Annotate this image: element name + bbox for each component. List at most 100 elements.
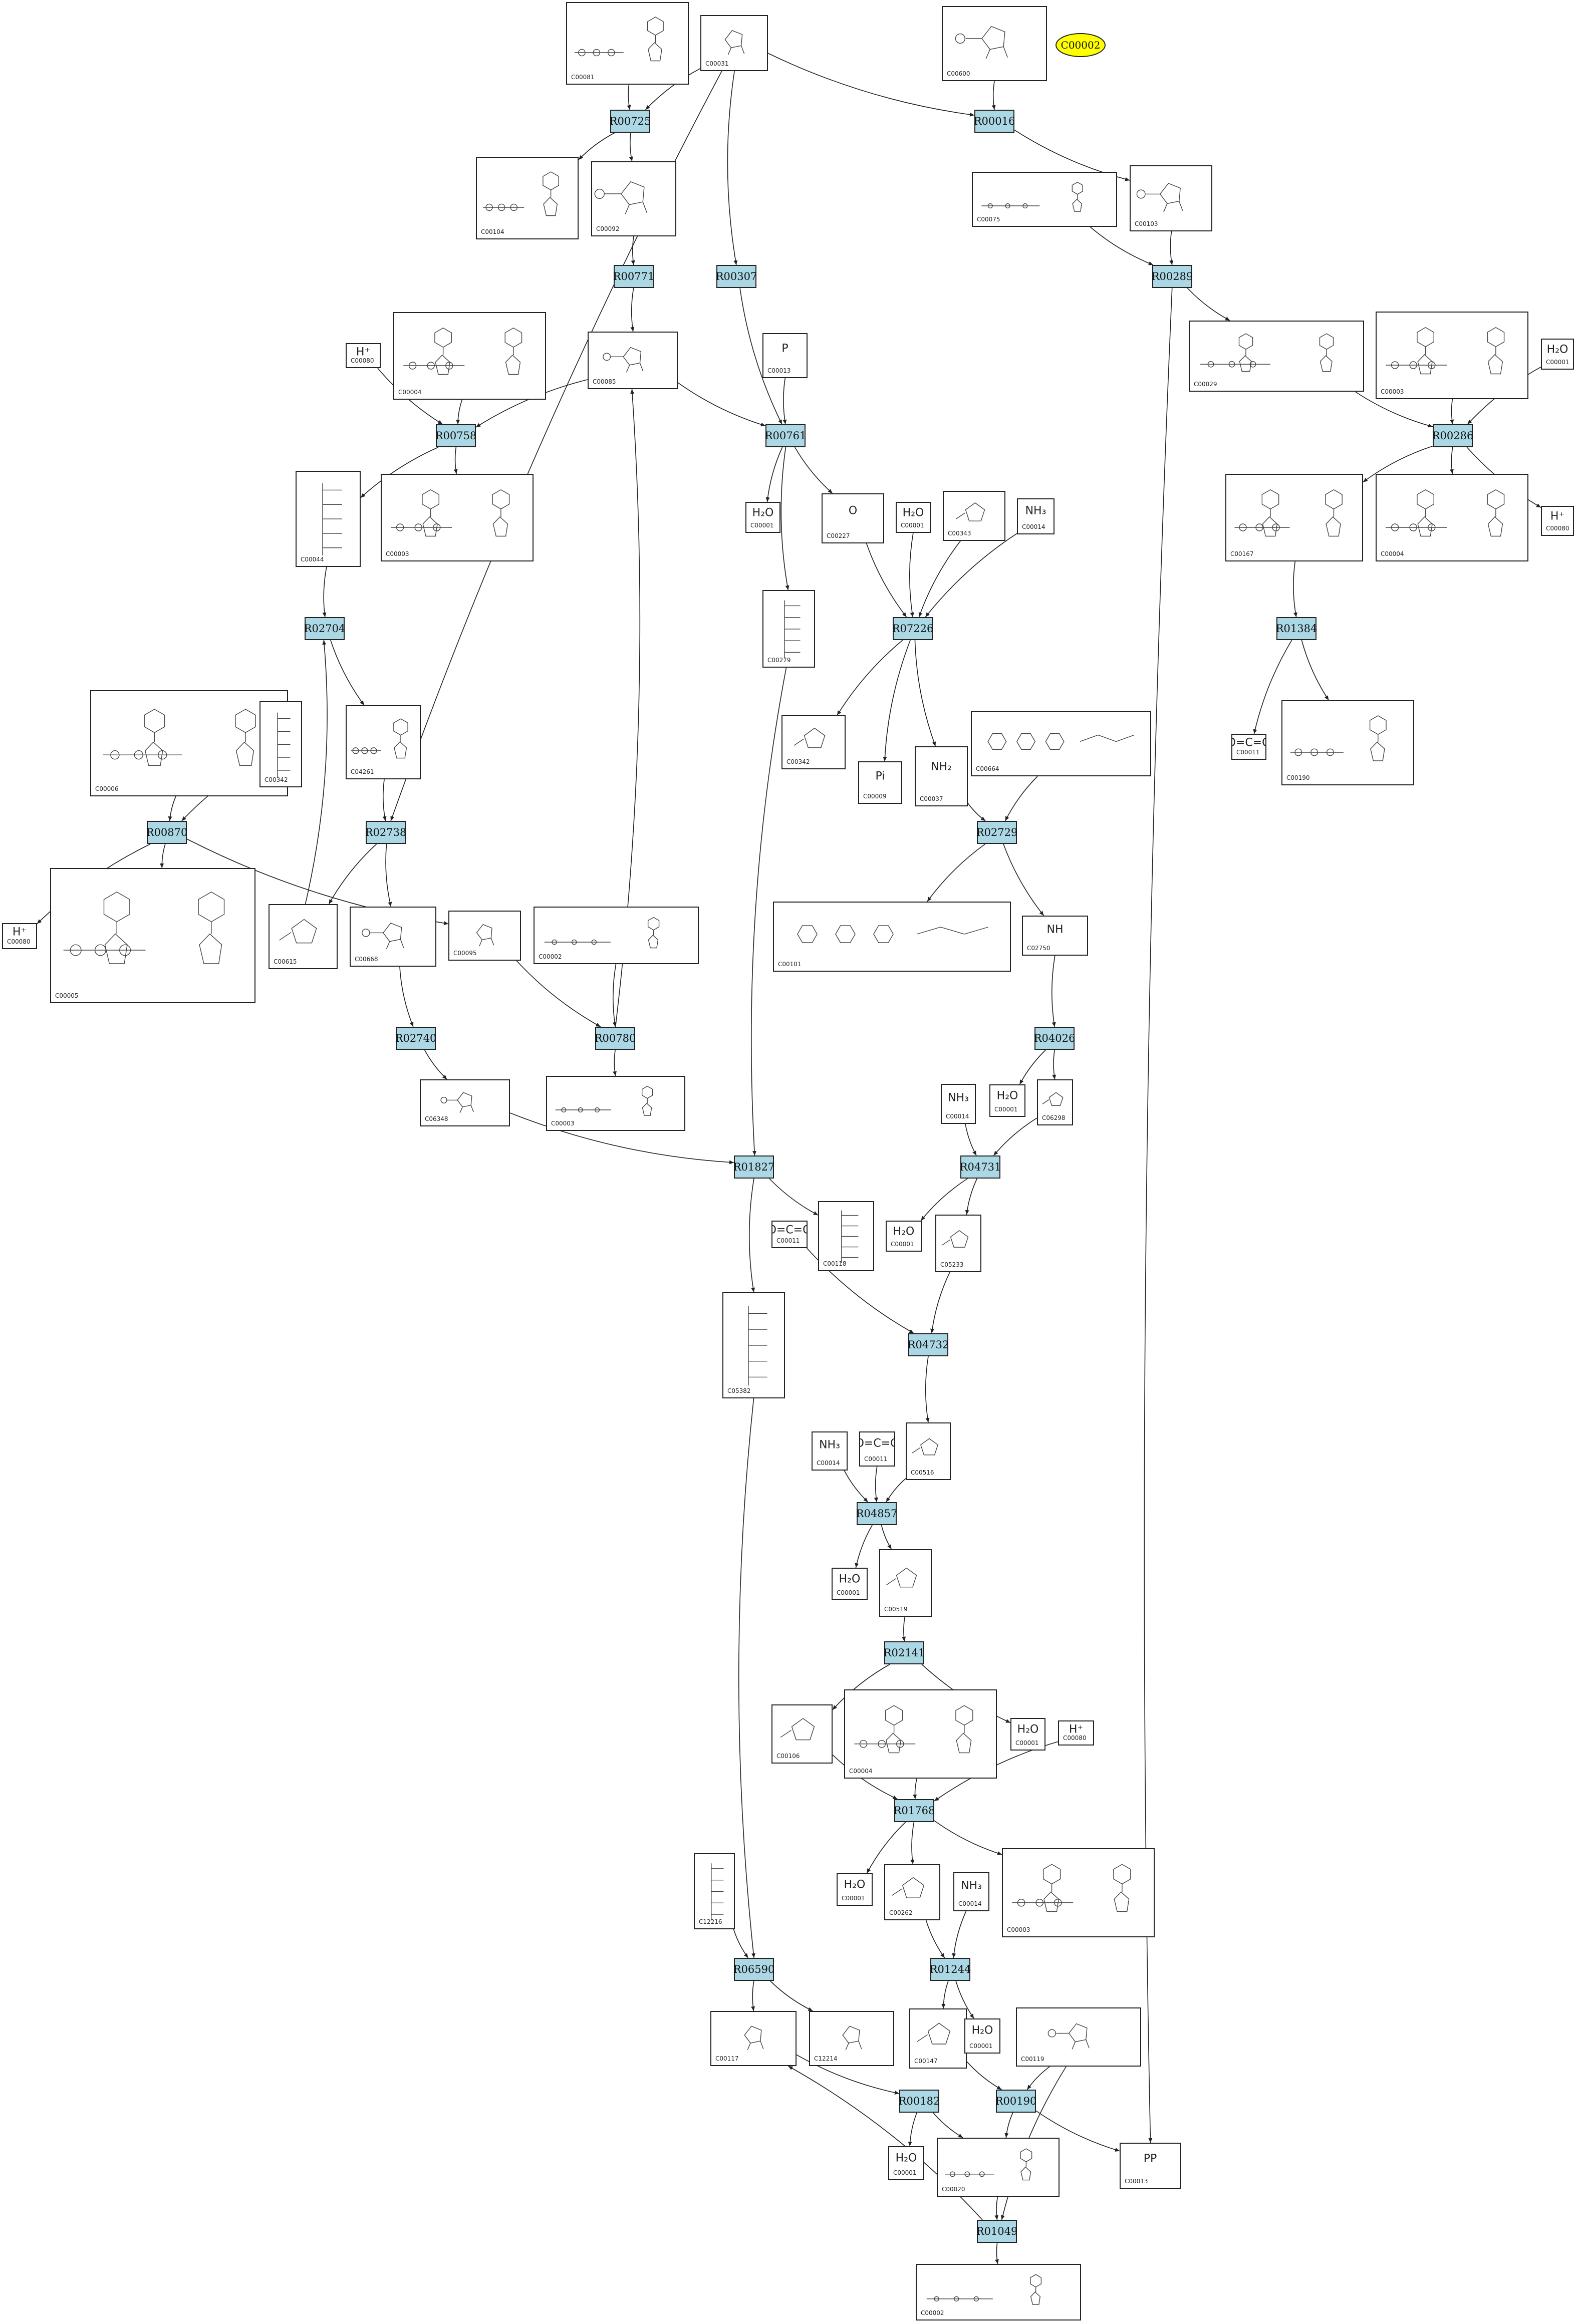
reaction-r00016[interactable]: R00016 (974, 110, 1015, 133)
reaction-r00725[interactable]: R00725 (610, 110, 651, 133)
compound-c00262[interactable]: C00262 (884, 1864, 940, 1920)
compound-c04261[interactable]: C04261 (346, 705, 421, 779)
compound-c00002[interactable]: C00002 (916, 2264, 1081, 2320)
compound-c00011[interactable]: O=C=OC00011 (1231, 734, 1266, 760)
compound-c00031[interactable]: C00031 (700, 15, 768, 71)
reaction-r00182[interactable]: R00182 (899, 2090, 940, 2113)
compound-c00006[interactable]: C00006 (90, 690, 288, 796)
reaction-r04857[interactable]: R04857 (856, 1502, 897, 1525)
reaction-r02729[interactable]: R02729 (976, 821, 1017, 844)
compound-c00085[interactable]: C00085 (588, 332, 678, 389)
compound-c00343[interactable]: C00343 (943, 491, 1005, 541)
reaction-r04732[interactable]: R04732 (908, 1333, 949, 1356)
reaction-r06590[interactable]: R06590 (733, 1958, 774, 1981)
compound-c00664[interactable]: C00664 (971, 711, 1151, 776)
compound-c00004[interactable]: C00004 (393, 312, 546, 400)
compound-c00095[interactable]: C00095 (448, 911, 521, 961)
compound-c00003[interactable]: C00003 (1376, 312, 1528, 399)
compound-c06348[interactable]: C06348 (420, 1079, 510, 1126)
reaction-r01049[interactable]: R01049 (976, 2220, 1017, 2243)
compound-c00668[interactable]: C00668 (350, 907, 436, 967)
reaction-r02704[interactable]: R02704 (304, 617, 345, 640)
reaction-r00780[interactable]: R00780 (595, 1027, 636, 1050)
compound-c00003[interactable]: C00003 (546, 1076, 685, 1131)
compound-c00147[interactable]: C00147 (909, 2008, 967, 2069)
compound-c00080[interactable]: H⁺C00080 (1058, 1720, 1094, 1746)
compound-c00119[interactable]: C00119 (1016, 2007, 1141, 2067)
reaction-r07226[interactable]: R07226 (892, 617, 933, 640)
compound-c00002[interactable]: C00002 (534, 907, 699, 964)
compound-c00279[interactable]: C00279 (762, 590, 815, 668)
compound-c00190[interactable]: C00190 (1281, 700, 1414, 785)
compound-c00516[interactable]: C00516 (906, 1422, 951, 1480)
compound-c05233[interactable]: C05233 (935, 1215, 981, 1272)
reaction-r00190[interactable]: R00190 (995, 2090, 1036, 2113)
compound-c00075[interactable]: C00075 (972, 172, 1117, 227)
reaction-r00307[interactable]: R00307 (716, 265, 757, 288)
reaction-r02740[interactable]: R02740 (395, 1027, 436, 1050)
reaction-r00870[interactable]: R00870 (146, 821, 187, 844)
compound-c00117[interactable]: C00117 (710, 2011, 797, 2066)
reaction-r04026[interactable]: R04026 (1034, 1027, 1075, 1050)
compound-c00080[interactable]: H⁺C00080 (2, 923, 37, 949)
compound-c00020[interactable]: C00020 (937, 2138, 1060, 2197)
reaction-r01384[interactable]: R01384 (1276, 617, 1317, 640)
compound-c00004[interactable]: C00004 (1376, 474, 1528, 561)
reaction-r00289[interactable]: R00289 (1152, 265, 1193, 288)
reaction-r00761[interactable]: R00761 (765, 424, 806, 447)
compound-c00342[interactable]: C00342 (259, 701, 302, 787)
reaction-r02141[interactable]: R02141 (884, 1641, 925, 1664)
reaction-r04731[interactable]: R04731 (960, 1155, 1001, 1179)
compound-c00101[interactable]: C00101 (773, 902, 1011, 972)
compound-c12214[interactable]: C12214 (809, 2011, 894, 2066)
compound-c06298[interactable]: C06298 (1037, 1079, 1073, 1125)
compound-c00342[interactable]: C00342 (781, 715, 846, 769)
reaction-r01244[interactable]: R01244 (930, 1958, 971, 1981)
compound-c00029[interactable]: C00029 (1189, 321, 1364, 392)
compound-c00011[interactable]: O=C=OC00011 (771, 1221, 808, 1248)
compound-c00080[interactable]: H⁺C00080 (1541, 506, 1574, 536)
reaction-r00286[interactable]: R00286 (1432, 424, 1473, 447)
compound-c05382[interactable]: C05382 (722, 1292, 785, 1398)
compound-c00004[interactable]: C00004 (844, 1689, 997, 1779)
compound-c00103[interactable]: C00103 (1130, 165, 1212, 231)
compound-c00106[interactable]: C00106 (771, 1704, 833, 1764)
compound-c00080[interactable]: H⁺C00080 (346, 343, 381, 368)
compound-c00519[interactable]: C00519 (879, 1549, 932, 1617)
reaction-r01827[interactable]: R01827 (733, 1155, 774, 1179)
reaction-r02738[interactable]: R02738 (365, 821, 406, 844)
compound-c00092[interactable]: C00092 (591, 161, 676, 236)
compound-c00044[interactable]: C00044 (296, 471, 361, 567)
reaction-r00758[interactable]: R00758 (435, 424, 476, 447)
compound-c00003[interactable]: C00003 (381, 474, 534, 561)
compound-c00118[interactable]: C00118 (818, 1201, 874, 1271)
compound-c12216[interactable]: C12216 (694, 1853, 735, 1929)
compound-c00005[interactable]: C00005 (50, 868, 255, 1003)
reaction-r01768[interactable]: R01768 (894, 1799, 935, 1822)
compound-c00003[interactable]: C00003 (1002, 1848, 1155, 1937)
compound-c00167[interactable]: C00167 (1225, 474, 1363, 561)
compound-c00104[interactable]: C00104 (476, 157, 579, 239)
compound-c00615[interactable]: C00615 (269, 904, 338, 969)
reaction-r00771[interactable]: R00771 (613, 265, 654, 288)
compound-c00081[interactable]: C00081 (566, 2, 689, 85)
